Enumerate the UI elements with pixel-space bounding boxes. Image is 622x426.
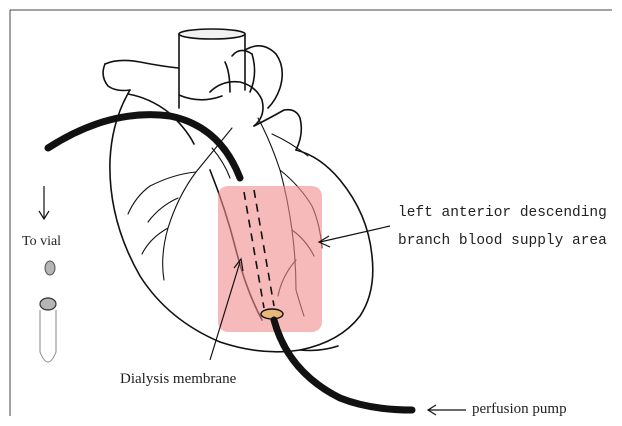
outflow-tube (48, 115, 240, 178)
sample-droplet-icon (45, 261, 55, 275)
vial-icon (40, 298, 56, 362)
dialysis-membrane-label: Dialysis membrane (120, 372, 236, 387)
lad-label-line2: branch blood supply area (398, 234, 607, 249)
inflow-tube (274, 320, 412, 410)
to-vial-label: To vial (22, 235, 61, 249)
arrow-down-icon (39, 186, 49, 219)
perfusion-pump-label: perfusion pump (472, 402, 567, 417)
lad-label-line1: left anterior descending (398, 206, 607, 221)
lad-pointer-arrow (319, 226, 390, 247)
arrow-left-icon (428, 405, 466, 415)
